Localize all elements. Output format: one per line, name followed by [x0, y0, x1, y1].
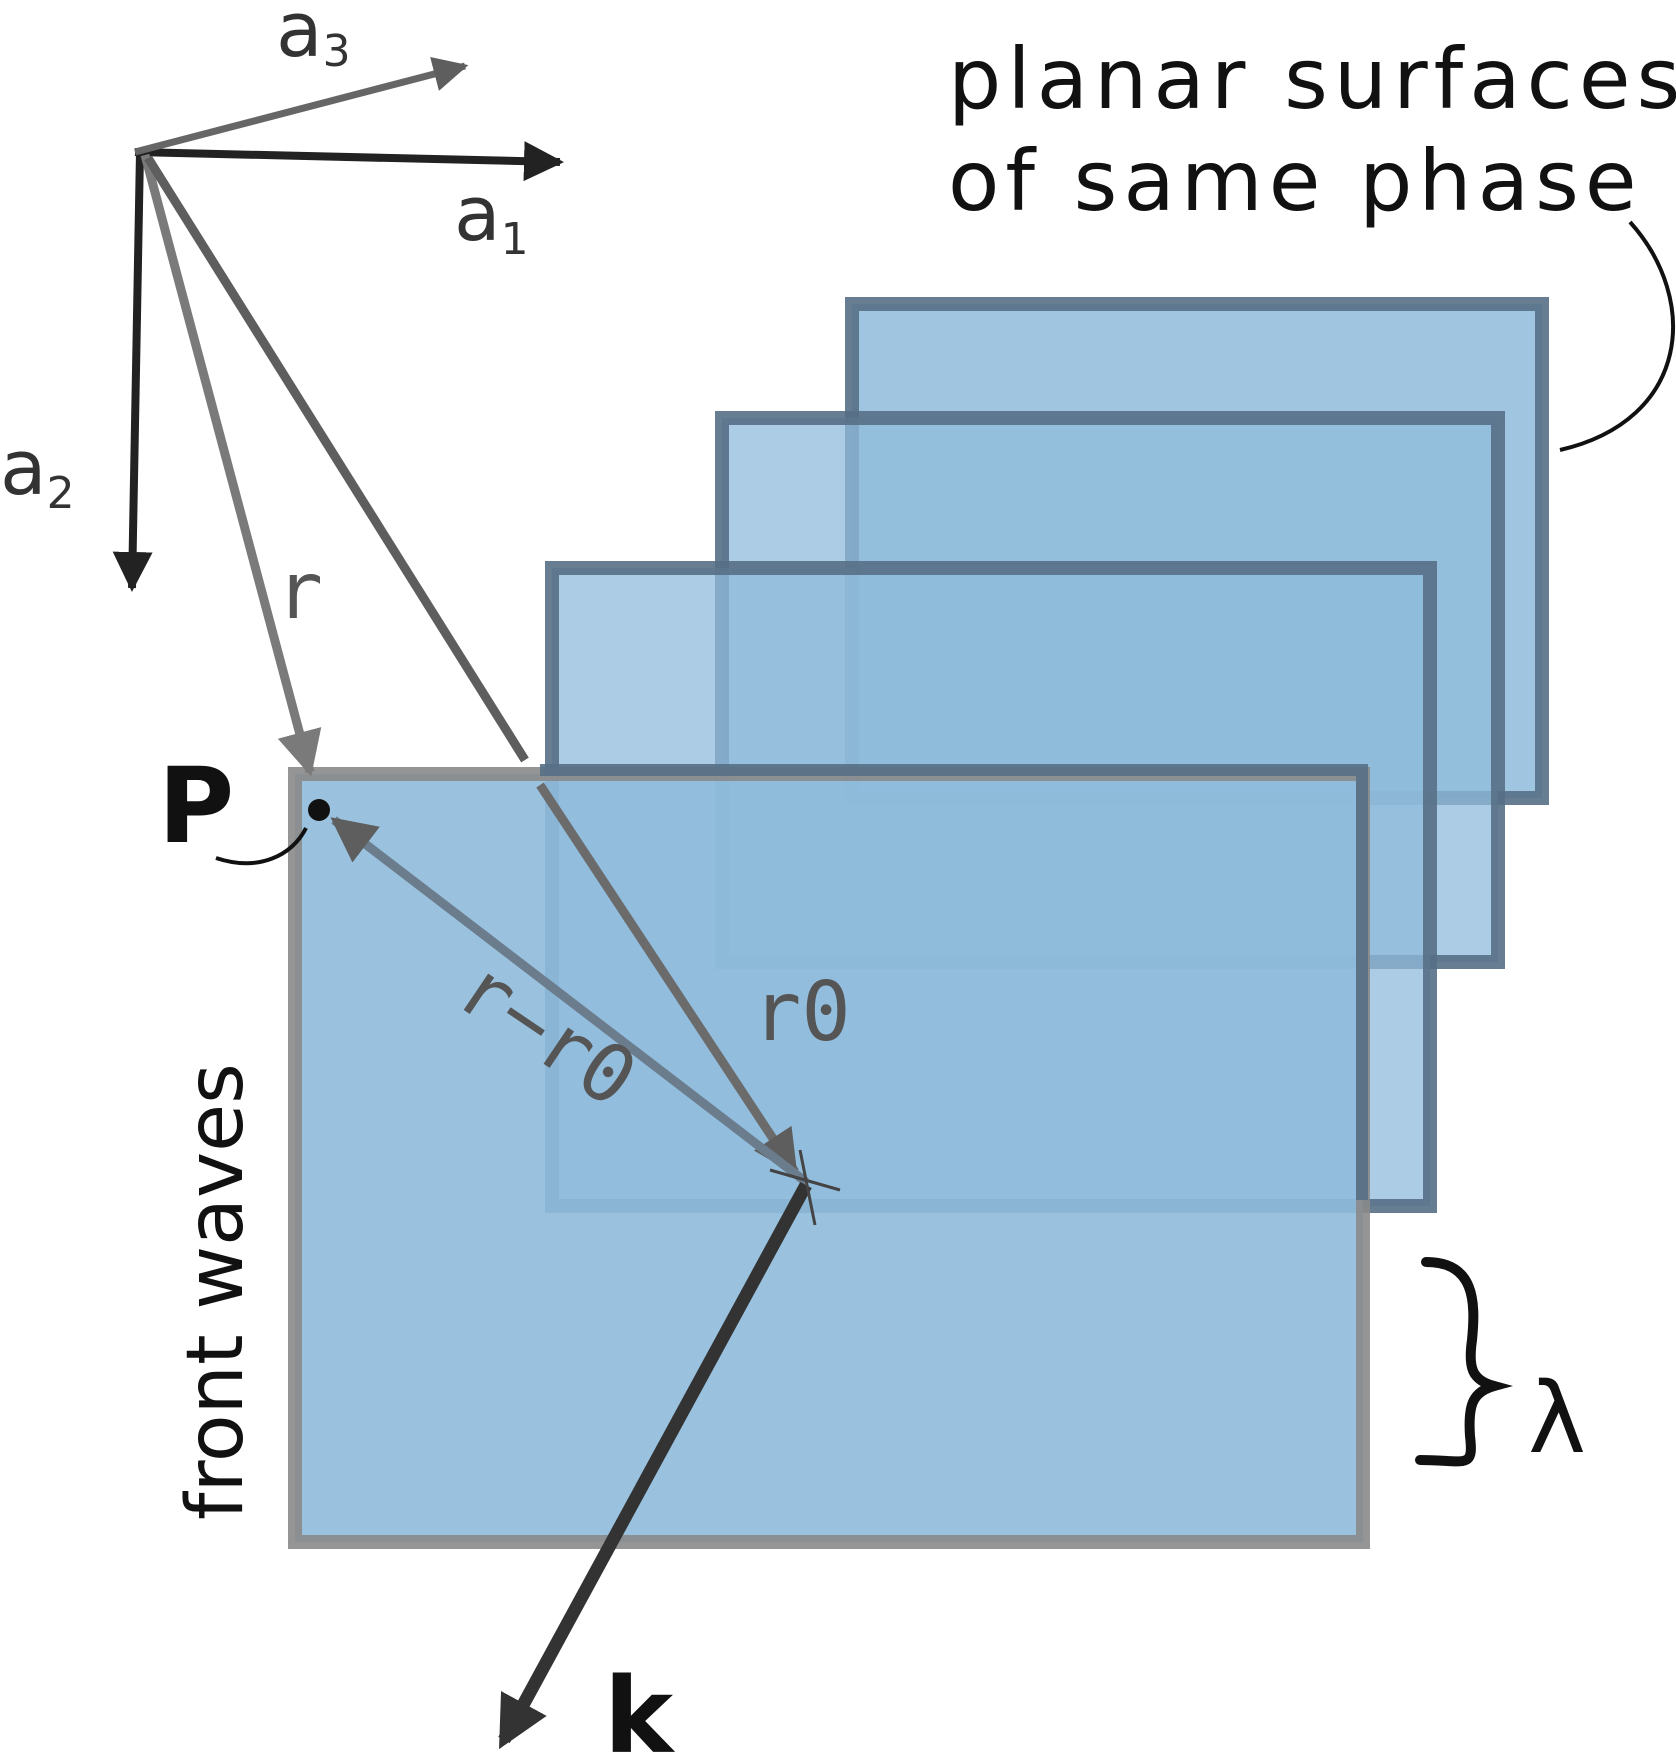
vector-r-minus-r0-arrow	[330, 816, 809, 1186]
vector-r0-upper	[144, 155, 529, 763]
phase-plane-1	[288, 767, 1370, 1549]
wave-vector-k-arrow	[498, 1181, 812, 1750]
front-plane-edge	[540, 764, 1368, 1200]
label-a1: a1	[454, 169, 529, 265]
r0-tip-mark-2	[798, 1149, 817, 1226]
axis-a1-arrow	[134, 141, 564, 182]
planar-surfaces-leader	[1559, 220, 1675, 452]
label-a3: a3	[276, 0, 351, 77]
label-front-waves: front waves	[171, 1063, 261, 1520]
vector-r-arrow	[140, 153, 322, 777]
label-p: P	[158, 745, 234, 867]
axis-a2-arrow	[112, 151, 153, 592]
label-planar-surfaces: planar surfaces	[948, 30, 1676, 128]
label-k: k	[604, 1655, 676, 1757]
axis-a3-arrow	[134, 57, 469, 156]
lambda-brace	[1415, 1257, 1513, 1467]
label-lambda: λ	[1528, 1362, 1586, 1476]
label-r0: r0	[752, 965, 851, 1060]
label-r: r	[276, 547, 323, 637]
label-a2: a2	[0, 423, 75, 519]
vector-r0-arrow	[536, 782, 799, 1176]
point-p-leader	[215, 827, 308, 866]
label-same-phase: of same phase	[948, 132, 1643, 230]
point-p-dot	[308, 799, 330, 821]
